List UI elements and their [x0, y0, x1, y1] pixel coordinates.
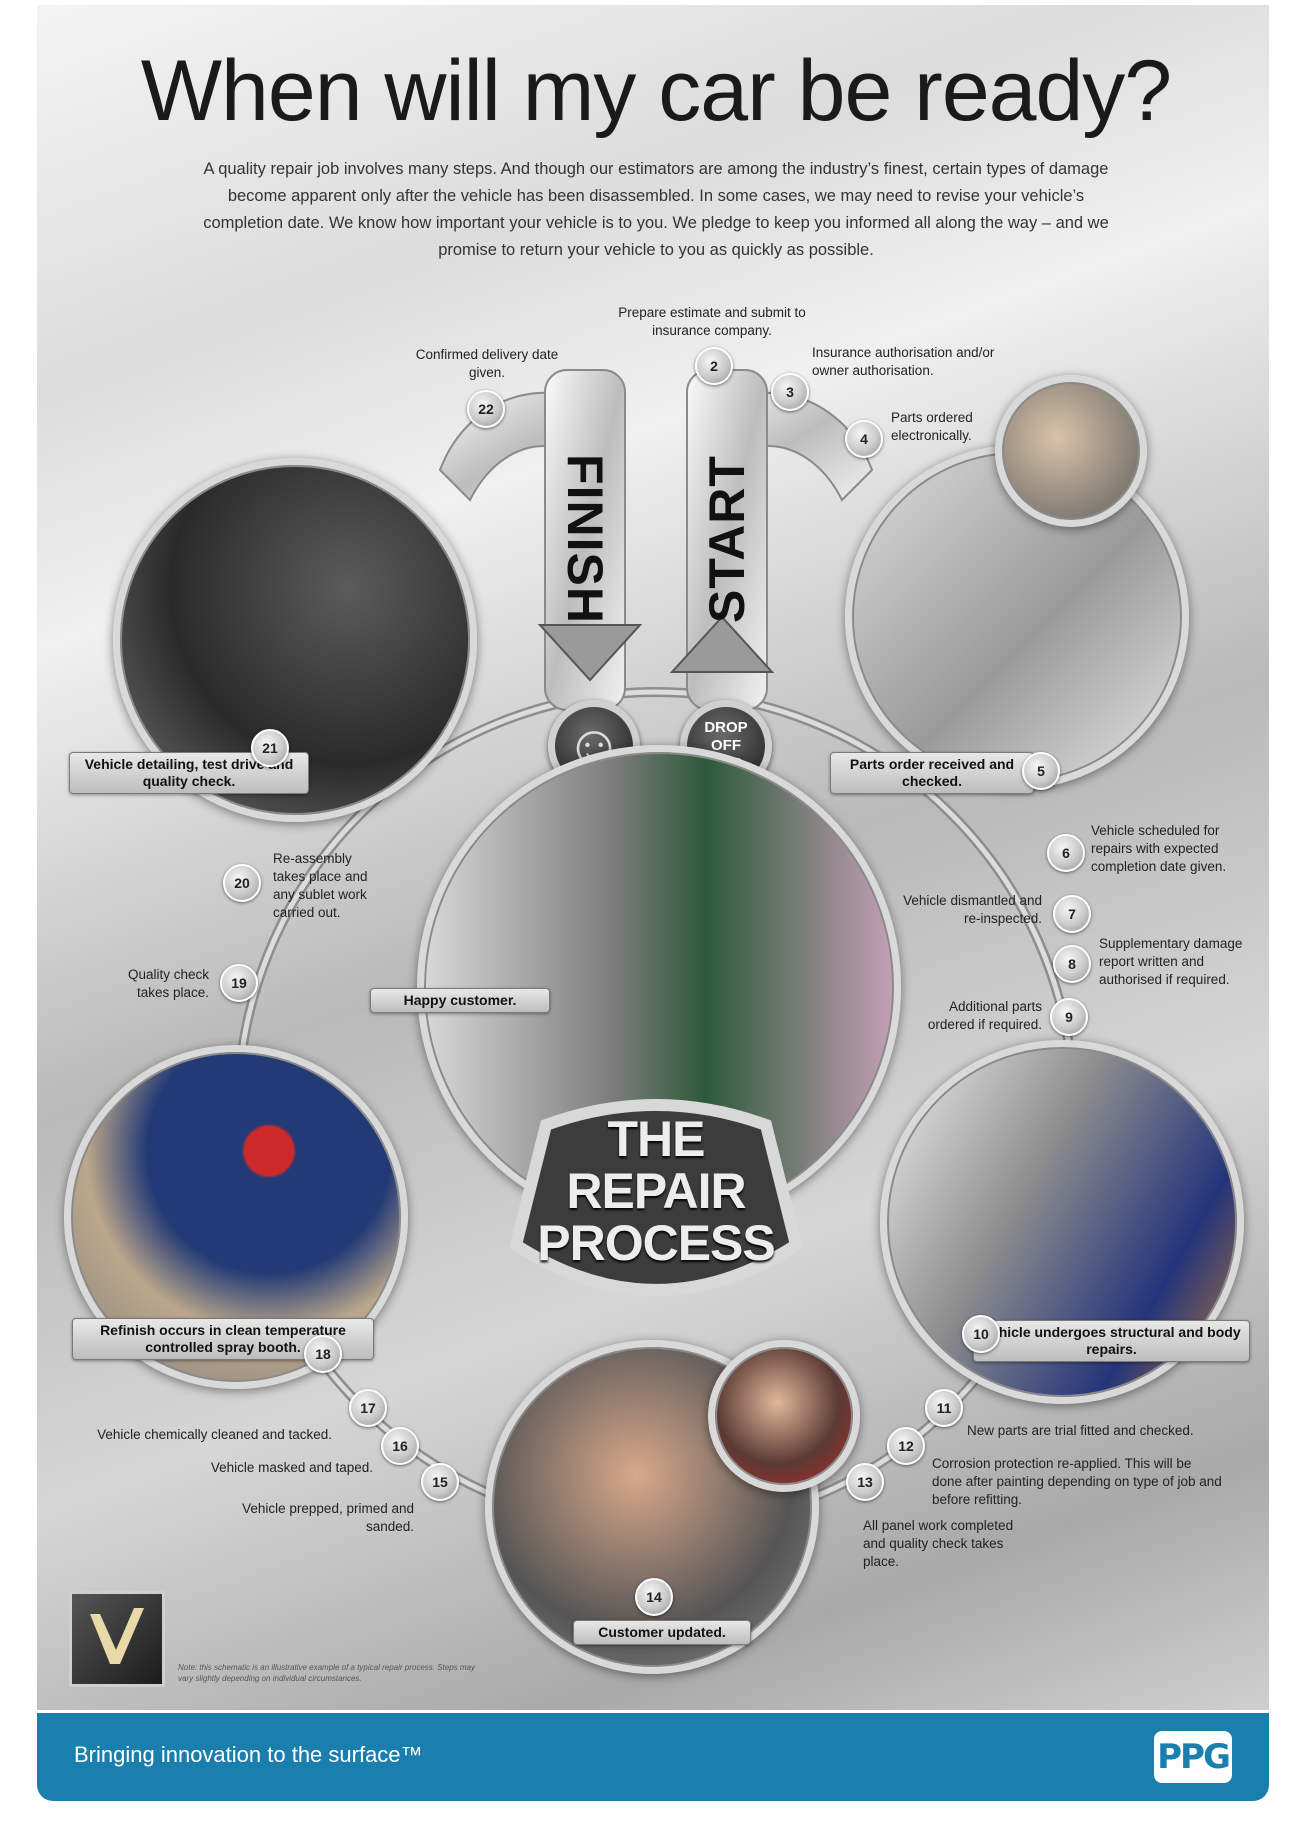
step-9-label: Additional parts ordered if required.: [927, 999, 1042, 1032]
photo-parts-ordered: [995, 375, 1147, 527]
step-20-number: 20: [223, 864, 261, 902]
step-4-label: Parts ordered electronically.: [891, 410, 973, 443]
step-22-label: Confirmed delivery date given.: [415, 347, 559, 380]
step-6-label: Vehicle scheduled for repairs with expec…: [1091, 823, 1227, 874]
step-9-number: 9: [1050, 998, 1088, 1036]
repair-process-shield: [509, 1099, 803, 1296]
step-3-label: Insurance authorisation and/or owner aut…: [812, 345, 995, 378]
up-arrow-icon: [669, 615, 775, 673]
step-8-number: 8: [1053, 945, 1091, 983]
step-18-caption: Refinish occurs in clean temperature con…: [72, 1318, 374, 1360]
step-5-caption: Parts order received and checked.: [830, 752, 1034, 794]
step-17-number: 17: [349, 1389, 387, 1427]
step-8-label: Supplementary damage report written and …: [1099, 936, 1243, 987]
step-3-number: 3: [771, 373, 809, 411]
step-6-number: 6: [1047, 834, 1085, 872]
step-21-caption: Vehicle detailing, test drive and qualit…: [69, 752, 309, 794]
step-14-number: 14: [635, 1578, 673, 1616]
footer-bar: Bringing innovation to the surface™ PPG: [37, 1713, 1269, 1801]
step-18-number: 18: [304, 1335, 342, 1373]
repairer-logo: [69, 1591, 165, 1687]
step-13-number: 13: [846, 1463, 884, 1501]
step-2-number: 2: [695, 347, 733, 385]
step-5-number: 5: [1022, 752, 1060, 790]
down-arrow-icon: [537, 624, 643, 682]
step-13-label: All panel work completed and quality che…: [863, 1518, 1014, 1569]
finish-label: FINISH: [557, 454, 613, 624]
step-11-number: 11: [925, 1389, 963, 1427]
center-title-line-2: REPAIR: [566, 1163, 746, 1219]
step-15-number: 15: [421, 1463, 459, 1501]
step-10-number: 10: [962, 1315, 1000, 1353]
ppg-logo: PPG: [1154, 1731, 1232, 1783]
step-22-number: 22: [467, 390, 505, 428]
center-title-line-3: PROCESS: [537, 1215, 776, 1271]
start-label: START: [699, 455, 755, 623]
step-12-number: 12: [887, 1427, 925, 1465]
step-19-number: 19: [220, 964, 258, 1002]
step-2-label: Prepare estimate and submit to insurance…: [618, 305, 806, 338]
step-21-number: 21: [251, 729, 289, 767]
repairer-logo-mark: [90, 1608, 144, 1664]
step-11-label: New parts are trial fitted and checked.: [967, 1423, 1194, 1438]
step-16-number: 16: [381, 1427, 419, 1465]
footer-tagline: Bringing innovation to the surface™: [74, 1742, 423, 1767]
happy-customer-caption: Happy customer.: [370, 988, 550, 1013]
step-17-label: Vehicle chemically cleaned and tacked.: [97, 1427, 332, 1442]
step-20-label: Re-assembly takes place and any sublet w…: [273, 851, 368, 920]
step-19-label: Quality check takes place.: [127, 967, 209, 1000]
step-14-caption: Customer updated.: [573, 1620, 751, 1645]
footnote: Note: this schematic is an illustrative …: [178, 1663, 476, 1683]
intro-paragraph: A quality repair job involves many steps…: [203, 160, 1109, 259]
step-15-label: Vehicle prepped, primed and sanded.: [242, 1501, 414, 1534]
step-10-caption: Vehicle undergoes structural and body re…: [973, 1320, 1250, 1362]
repair-process-title: THE REPAIR PROCESS: [506, 1113, 806, 1269]
center-title-line-1: THE: [607, 1111, 706, 1167]
page-title: When will my car be ready?: [140, 43, 1172, 139]
step-12-label: Corrosion protection re-applied. This wi…: [932, 1456, 1222, 1507]
step-4-number: 4: [845, 420, 883, 458]
step-16-label: Vehicle masked and taped.: [210, 1460, 373, 1475]
step-7-number: 7: [1053, 895, 1091, 933]
step-7-label: Vehicle dismantled and re-inspected.: [903, 893, 1042, 926]
photo-receptionist: [708, 1340, 860, 1492]
